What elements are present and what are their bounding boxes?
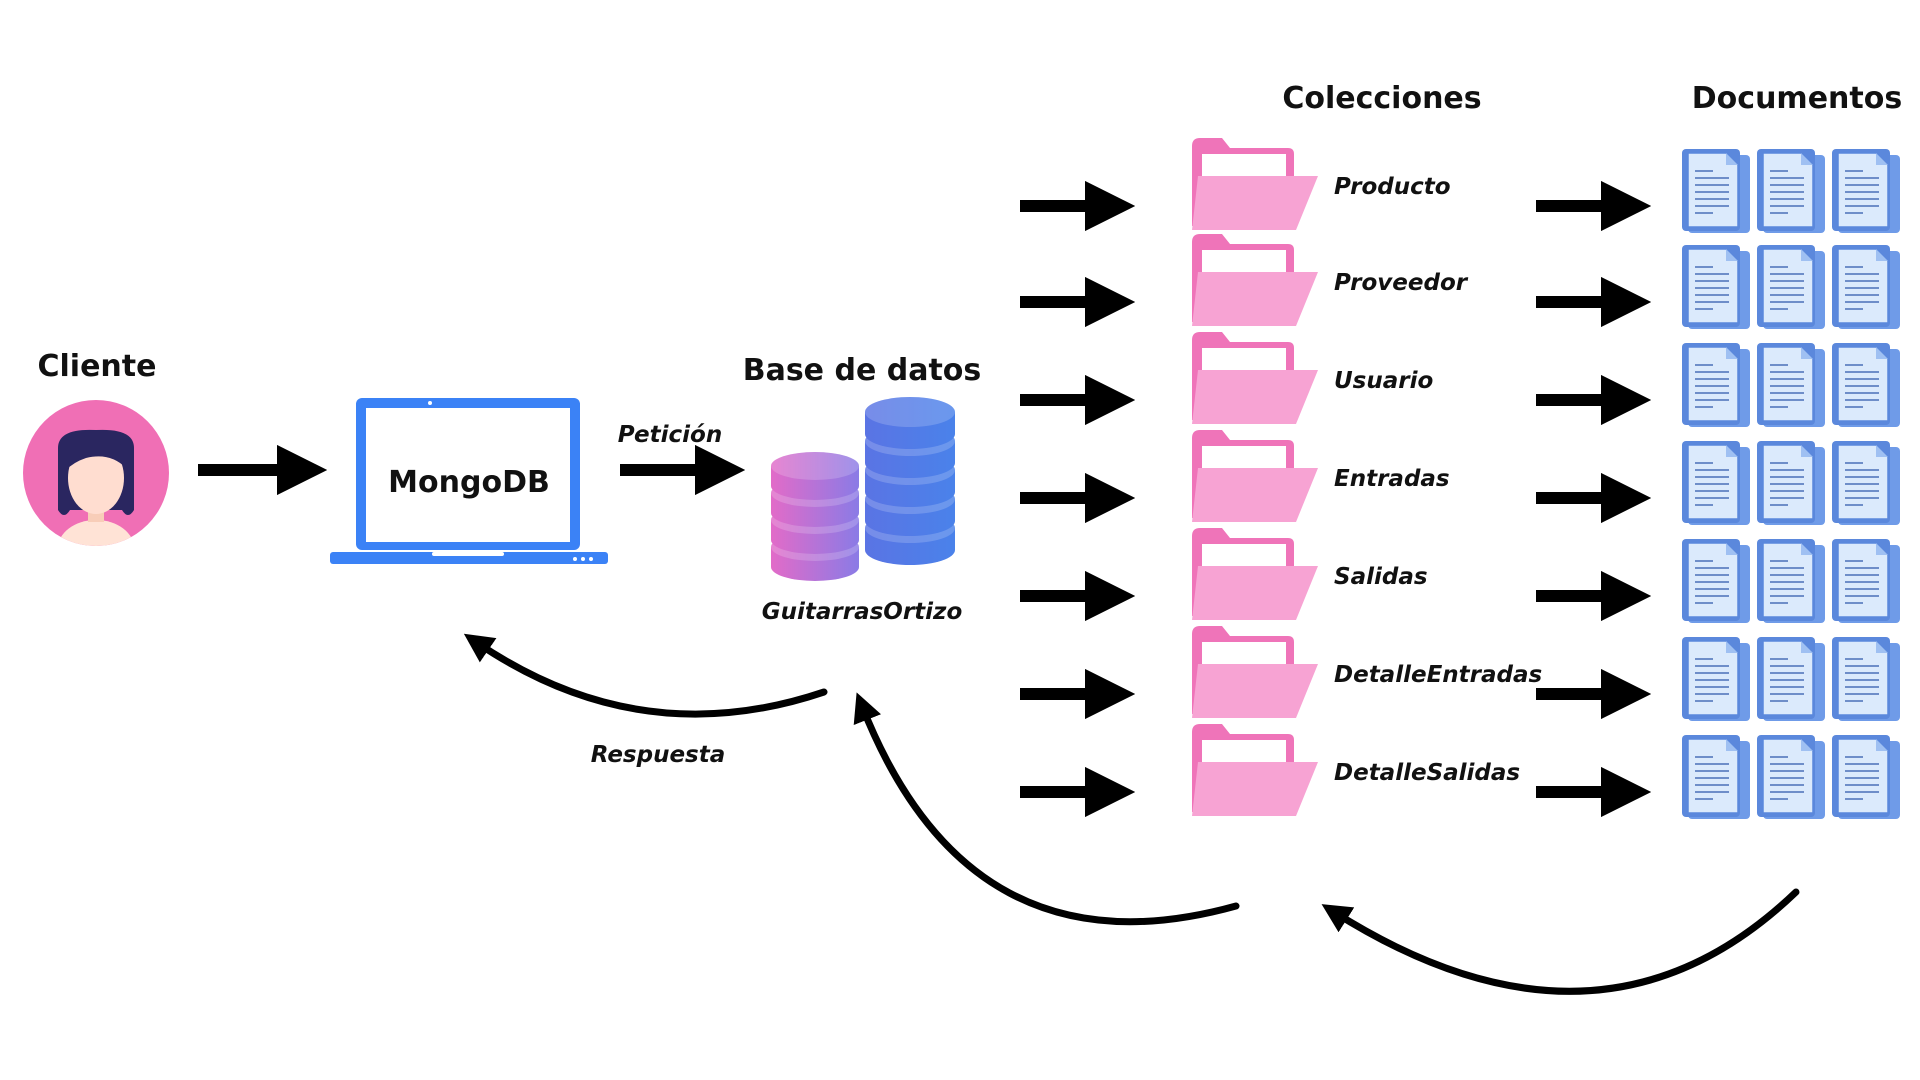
collection-label: Entradas xyxy=(1334,466,1450,492)
response-arrow-app xyxy=(463,633,828,718)
document-icon xyxy=(1832,637,1900,721)
database-stack-icon xyxy=(771,397,955,581)
document-icon xyxy=(1757,149,1825,233)
document-icon xyxy=(1682,441,1750,525)
document-icon xyxy=(1682,637,1750,721)
document-icon xyxy=(1832,539,1900,623)
document-icon xyxy=(1832,441,1900,525)
folder-icon xyxy=(1192,724,1318,816)
collection-label: Salidas xyxy=(1334,564,1428,590)
folder-icon xyxy=(1192,234,1318,326)
laptop-icon xyxy=(330,398,608,564)
collection-label: Proveedor xyxy=(1334,270,1469,296)
document-icon xyxy=(1832,735,1900,819)
collection-row: DetalleEntradas xyxy=(1020,626,1900,721)
document-icon xyxy=(1832,343,1900,427)
document-icon xyxy=(1682,735,1750,819)
database-heading: Base de datos xyxy=(743,353,982,388)
document-icon xyxy=(1757,441,1825,525)
collection-row: Salidas xyxy=(1020,528,1900,623)
documents-heading: Documentos xyxy=(1692,81,1902,116)
document-icon xyxy=(1832,149,1900,233)
folder-icon xyxy=(1192,138,1318,230)
folder-icon xyxy=(1192,332,1318,424)
collection-rows: ProductoProveedorUsuarioEntradasSalidasD… xyxy=(1020,138,1900,819)
collection-row: Entradas xyxy=(1020,430,1900,525)
document-icon xyxy=(1682,149,1750,233)
response-label: Respuesta xyxy=(591,742,726,768)
collection-label: DetalleEntradas xyxy=(1334,662,1542,688)
collection-row: DetalleSalidas xyxy=(1020,724,1900,819)
document-icon xyxy=(1757,637,1825,721)
database-name: GuitarrasOrtizo xyxy=(762,599,963,625)
request-label: Petición xyxy=(618,422,722,448)
document-icon xyxy=(1757,343,1825,427)
woman-avatar-icon xyxy=(23,400,169,546)
folder-icon xyxy=(1192,528,1318,620)
collection-row: Producto xyxy=(1020,138,1900,233)
document-icon xyxy=(1682,539,1750,623)
document-icon xyxy=(1757,735,1825,819)
document-icon xyxy=(1757,245,1825,329)
app-label: MongoDB xyxy=(388,465,550,500)
folder-icon xyxy=(1192,430,1318,522)
collection-row: Proveedor xyxy=(1020,234,1900,329)
collections-heading: Colecciones xyxy=(1282,81,1481,116)
client-label: Cliente xyxy=(38,349,157,384)
document-icon xyxy=(1757,539,1825,623)
folder-icon xyxy=(1192,626,1318,718)
document-icon xyxy=(1682,343,1750,427)
collection-label: DetalleSalidas xyxy=(1334,760,1520,786)
response-arrow-database xyxy=(853,692,1240,926)
document-icon xyxy=(1682,245,1750,329)
response-arrow-collections xyxy=(1321,888,1800,995)
document-icon xyxy=(1832,245,1900,329)
collection-label: Usuario xyxy=(1334,368,1433,394)
collection-row: Usuario xyxy=(1020,332,1900,427)
collection-label: Producto xyxy=(1334,174,1451,200)
